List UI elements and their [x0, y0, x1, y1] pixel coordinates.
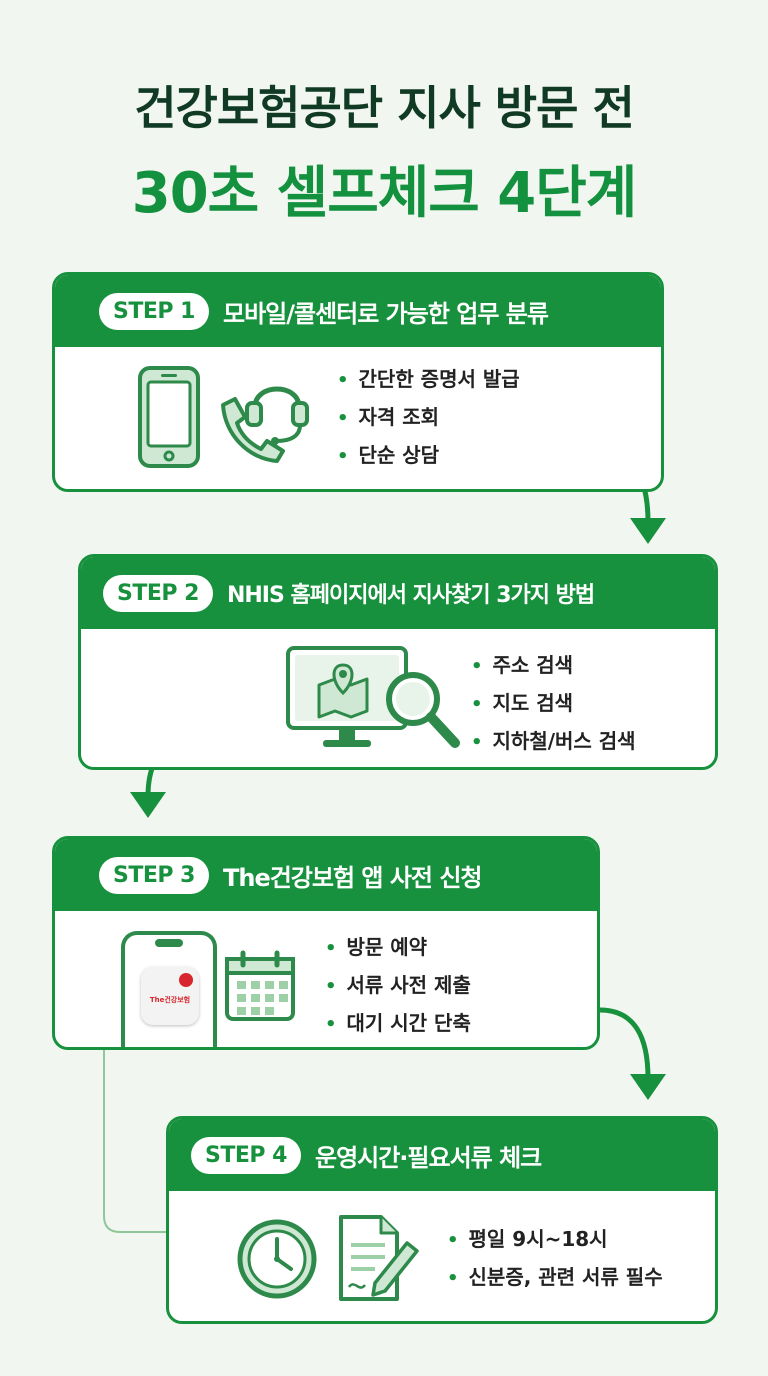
- headset-phone-icon: [221, 386, 309, 463]
- step1-body: •간단한 증명서 발급 •자격 조회 •단순 상담: [55, 347, 661, 489]
- step1-bullets: •간단한 증명서 발급 •자격 조회 •단순 상담: [337, 361, 520, 475]
- step2-card: STEP 2 NHIS 홈페이지에서 지사찾기 3가지 방법 •주소 검색 •지…: [78, 554, 718, 770]
- clock-icon: [237, 1219, 317, 1299]
- list-item: •평일 9시~18시: [447, 1227, 608, 1251]
- list-item: •방문 예약: [325, 935, 428, 959]
- step3-bullets: •방문 예약 •서류 사전 제출 •대기 시간 단축: [325, 929, 471, 1043]
- step4-card: STEP 4 운영시간·필요서류 체크 •평일 9시~18시 •신분증, 관련 …: [166, 1116, 718, 1324]
- list-item: •간단한 증명서 발급: [337, 367, 520, 391]
- step2-header: STEP 2 NHIS 홈페이지에서 지사찾기 3가지 방법: [81, 557, 715, 629]
- step2-body: •주소 검색 •지도 검색 •지하철/버스 검색: [81, 629, 715, 767]
- step1-title: 모바일/콜센터로 가능한 업무 분류: [222, 299, 549, 328]
- step1-badge: STEP 1: [99, 292, 209, 330]
- step4-bullets: •평일 9시~18시 •신분증, 관련 서류 필수: [447, 1221, 663, 1297]
- list-item: •서류 사전 제출: [325, 973, 471, 997]
- monitor-map-icon: [286, 646, 408, 747]
- step2-bullets: •주소 검색 •지도 검색 •지하철/버스 검색: [471, 647, 636, 761]
- step3-card: STEP 3 The건강보험 앱 사전 신청 The건강보험 •방문 예약 •서…: [52, 836, 600, 1050]
- list-item: •자격 조회: [337, 405, 440, 429]
- step4-badge: STEP 4: [191, 1136, 301, 1174]
- step3-body: The건강보험 •방문 예약 •서류 사전 제출 •대기 시간 단축: [55, 911, 597, 1047]
- list-item: •지도 검색: [471, 691, 574, 715]
- phone-app-icon: The건강보험: [121, 931, 217, 1047]
- page-title-line1: 건강보험공단 지사 방문 전: [134, 81, 635, 135]
- step4-title: 운영시간·필요서류 체크: [314, 1143, 542, 1172]
- step1-header: STEP 1 모바일/콜센터로 가능한 업무 분류: [55, 275, 661, 347]
- magnifier-icon: [386, 672, 460, 748]
- step3-title: The건강보험 앱 사전 신청: [222, 863, 483, 892]
- calendar-icon: [225, 950, 295, 1021]
- step2-title: NHIS 홈페이지에서 지사찾기 3가지 방법: [226, 583, 595, 608]
- list-item: •지하철/버스 검색: [471, 729, 636, 753]
- step1-card: STEP 1 모바일/콜센터로 가능한 업무 분류 •간단한 증명서 발급 •자…: [52, 272, 664, 492]
- smartphone-icon: [138, 366, 200, 468]
- app-label: The건강보험: [149, 996, 191, 1004]
- list-item: •신분증, 관련 서류 필수: [447, 1265, 663, 1289]
- arrow-step3-to-step4: [599, 1007, 666, 1100]
- list-item: •단순 상담: [337, 443, 440, 467]
- step3-badge: STEP 3: [99, 856, 209, 894]
- step4-header: STEP 4 운영시간·필요서류 체크: [169, 1119, 715, 1191]
- document-pen-icon: [339, 1215, 419, 1301]
- step3-header: STEP 3 The건강보험 앱 사전 신청: [55, 839, 597, 911]
- step2-badge: STEP 2: [103, 574, 213, 612]
- step4-body: •평일 9시~18시 •신분증, 관련 서류 필수: [169, 1191, 715, 1321]
- list-item: •대기 시간 단축: [325, 1011, 471, 1035]
- connector-line: [103, 1046, 172, 1233]
- list-item: •주소 검색: [471, 653, 574, 677]
- page-title-line2: 30초 셀프체크 4단계: [131, 161, 638, 226]
- app-tile: The건강보험: [141, 967, 199, 1025]
